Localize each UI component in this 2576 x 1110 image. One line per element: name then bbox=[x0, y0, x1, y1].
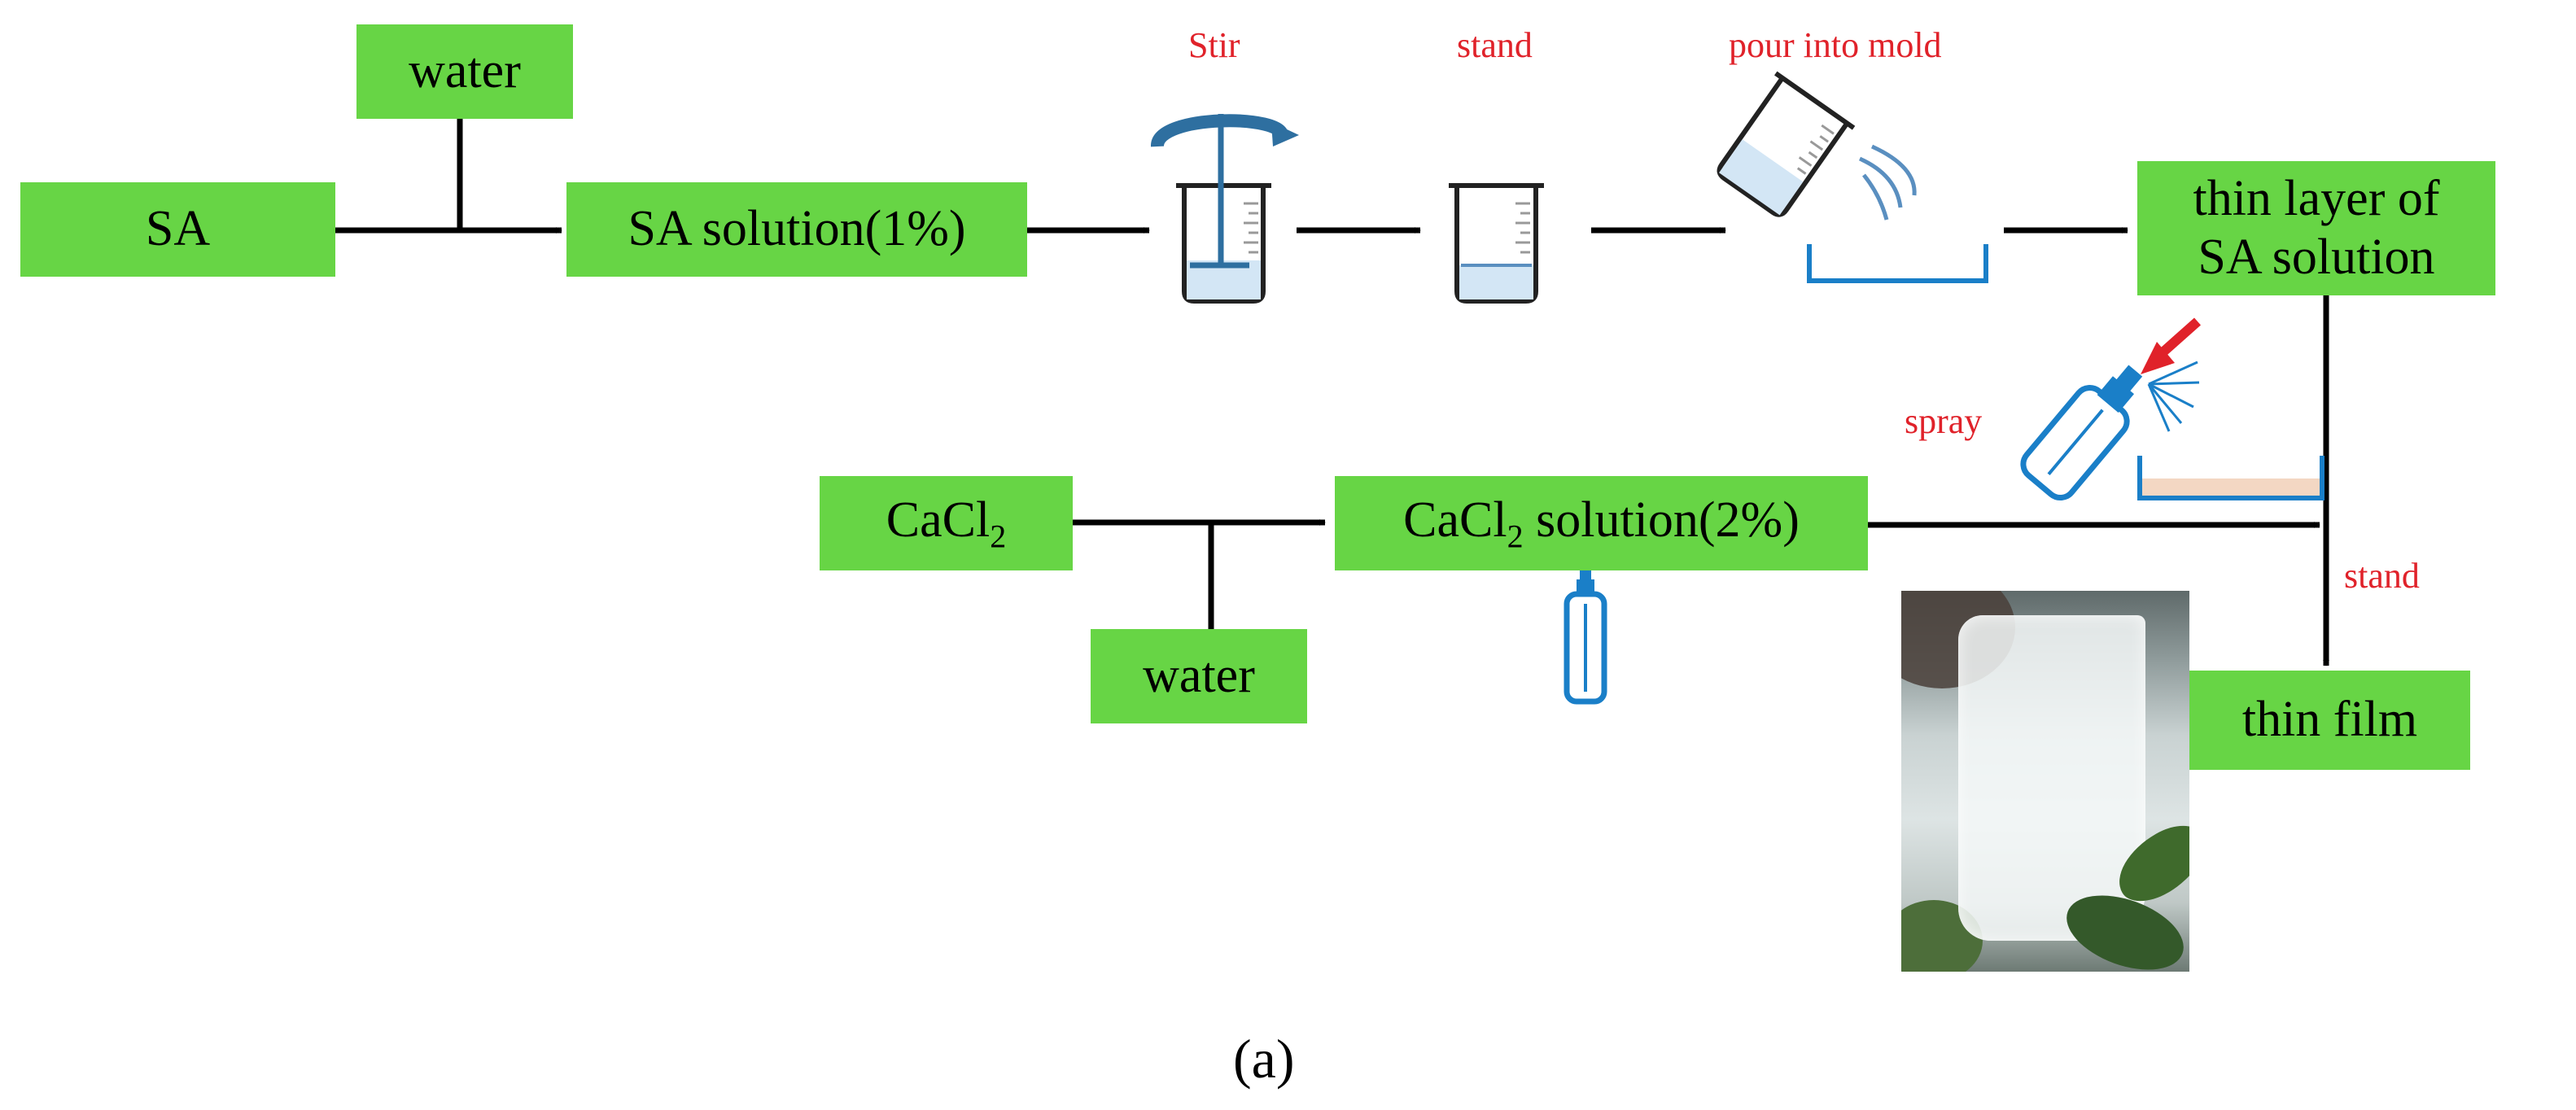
thin-film-box: thin film bbox=[2189, 671, 2470, 770]
thin-layer-text-line1: thin layer of bbox=[2193, 171, 2440, 227]
spray-label: spray bbox=[1905, 401, 1983, 441]
figure-caption: (a) bbox=[1233, 1028, 1295, 1090]
water-top-text: water bbox=[409, 43, 521, 99]
stand-label-side: stand bbox=[2344, 556, 2420, 596]
cacl2-box: CaCl2 bbox=[820, 476, 1073, 570]
water-bottom-text: water bbox=[1143, 648, 1255, 704]
beaker-icon bbox=[1449, 183, 1544, 304]
pour-stream bbox=[1858, 144, 1917, 221]
water-top-box: water bbox=[356, 24, 573, 119]
thin-film-photo bbox=[1901, 591, 2189, 972]
mold-tray-icon bbox=[1807, 244, 1988, 283]
connectors bbox=[335, 119, 2329, 666]
thin-layer-box: thin layer of SA solution bbox=[2137, 161, 2495, 295]
sa-solution-box: SA solution(1%) bbox=[566, 182, 1027, 277]
cacl2-solution-box: CaCl2 solution(2%) bbox=[1335, 476, 1868, 570]
cacl2-solution-text: CaCl2 solution(2%) bbox=[1403, 492, 1800, 555]
sa-solution-text: SA solution(1%) bbox=[628, 201, 966, 257]
sa-box: SA bbox=[20, 182, 335, 277]
spray-bottle-icon bbox=[2020, 317, 2201, 501]
pour-into-mold-label: pour into mold bbox=[1729, 25, 1942, 65]
thin-film-text: thin film bbox=[2241, 692, 2418, 748]
beaker-with-stirrer-icon bbox=[1151, 114, 1299, 304]
mold-with-film-icon bbox=[2137, 456, 2325, 500]
water-bottom-box: water bbox=[1091, 629, 1307, 723]
cacl2-text: CaCl2 bbox=[886, 492, 1007, 555]
stir-label: Stir bbox=[1188, 25, 1240, 65]
thin-layer-text-line2: SA solution bbox=[2198, 229, 2435, 285]
sa-text: SA bbox=[145, 201, 211, 257]
pouring-beaker-icon bbox=[1717, 71, 1856, 217]
spray-bottle-icon bbox=[1564, 567, 1607, 705]
stand-label-top: stand bbox=[1457, 25, 1533, 65]
